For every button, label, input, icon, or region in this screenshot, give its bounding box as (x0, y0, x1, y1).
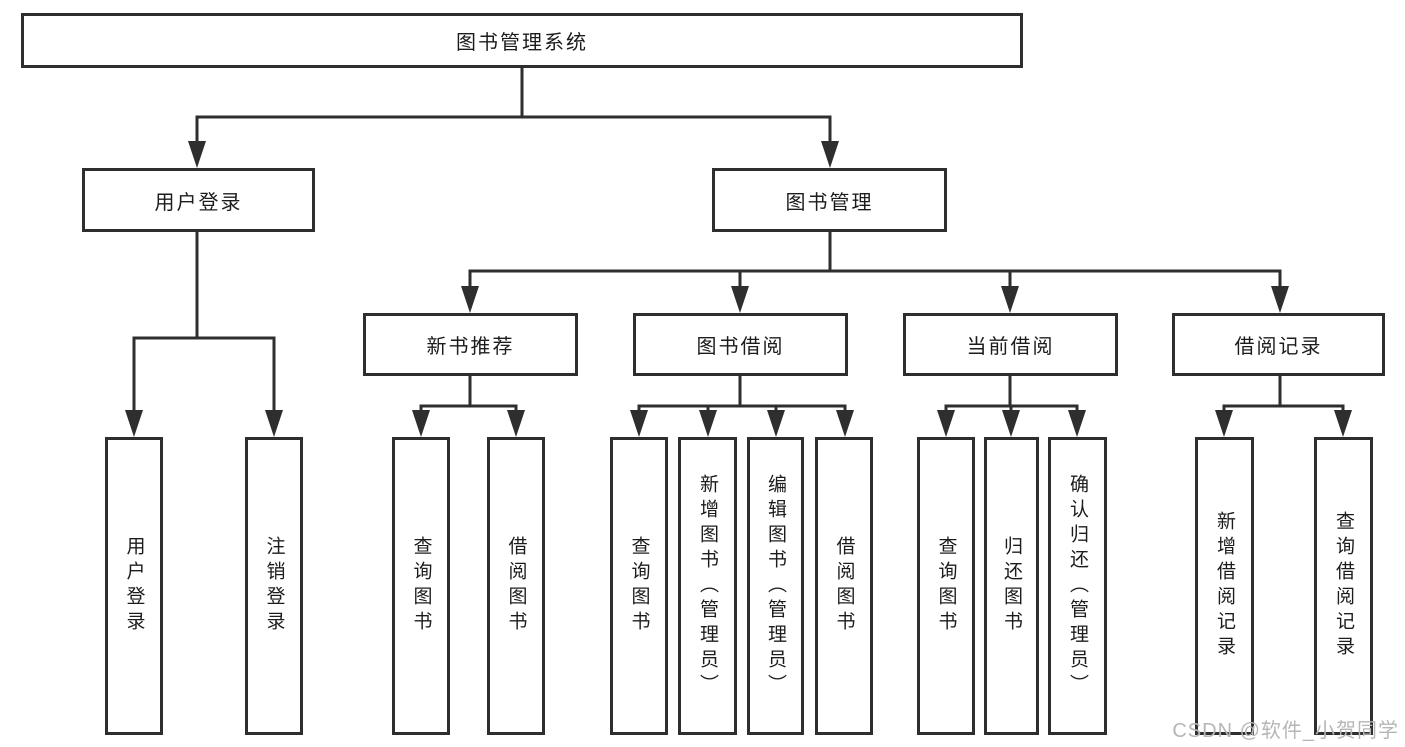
leaf-query-books-current: 查询图书 (917, 437, 975, 735)
node-current-borrow: 当前借阅 (903, 313, 1118, 376)
node-label: 编辑图书（管理员） (765, 473, 786, 699)
node-label: 用户登录 (123, 536, 145, 636)
node-label: 查询图书 (410, 536, 432, 636)
node-book-borrow: 图书借阅 (633, 313, 848, 376)
arrowheads (125, 141, 1352, 437)
node-library-management-system: 图书管理系统 (21, 13, 1023, 68)
leaf-query-books-borrow: 查询图书 (610, 437, 668, 735)
node-label: 查询图书 (628, 536, 650, 636)
node-label: 新增借阅记录 (1214, 511, 1235, 661)
node-book-management: 图书管理 (712, 168, 947, 232)
node-label: 借阅图书 (833, 536, 855, 636)
node-label: 归还图书 (1001, 536, 1022, 636)
node-label: 图书借阅 (696, 336, 785, 358)
csdn-watermark: CSDN @软件_小贺同学 (1172, 720, 1399, 742)
leaf-query-borrow-record: 查询借阅记录 (1314, 437, 1373, 735)
node-label: 新增图书（管理员） (697, 473, 718, 699)
leaf-user-login: 用户登录 (105, 437, 163, 735)
node-label: 当前借阅 (966, 336, 1055, 358)
node-user-login: 用户登录 (82, 168, 315, 232)
node-label: 注销登录 (263, 536, 285, 636)
leaf-add-book-admin: 新增图书（管理员） (678, 437, 737, 735)
leaf-logout: 注销登录 (245, 437, 303, 735)
node-label: 用户登录 (154, 191, 243, 214)
node-label: 新书推荐 (426, 336, 515, 358)
node-label: 查询借阅记录 (1333, 511, 1354, 661)
node-label: 查询图书 (935, 536, 957, 636)
node-borrow-records: 借阅记录 (1172, 313, 1385, 376)
node-label: 图书管理 (785, 191, 874, 214)
leaf-borrow-books-recommend: 借阅图书 (487, 437, 545, 735)
leaf-confirm-return-admin: 确认归还（管理员） (1048, 437, 1107, 735)
node-label: 借阅记录 (1234, 336, 1323, 358)
leaf-return-book: 归还图书 (984, 437, 1039, 735)
node-label: 确认归还（管理员） (1067, 473, 1088, 699)
node-new-book-recommend: 新书推荐 (363, 313, 578, 376)
leaf-add-borrow-record: 新增借阅记录 (1195, 437, 1254, 735)
leaf-query-books-recommend: 查询图书 (392, 437, 450, 735)
node-label: 借阅图书 (505, 536, 527, 636)
node-label: 图书管理系统 (456, 32, 588, 54)
leaf-borrow-books: 借阅图书 (815, 437, 873, 735)
leaf-edit-book-admin: 编辑图书（管理员） (747, 437, 804, 735)
